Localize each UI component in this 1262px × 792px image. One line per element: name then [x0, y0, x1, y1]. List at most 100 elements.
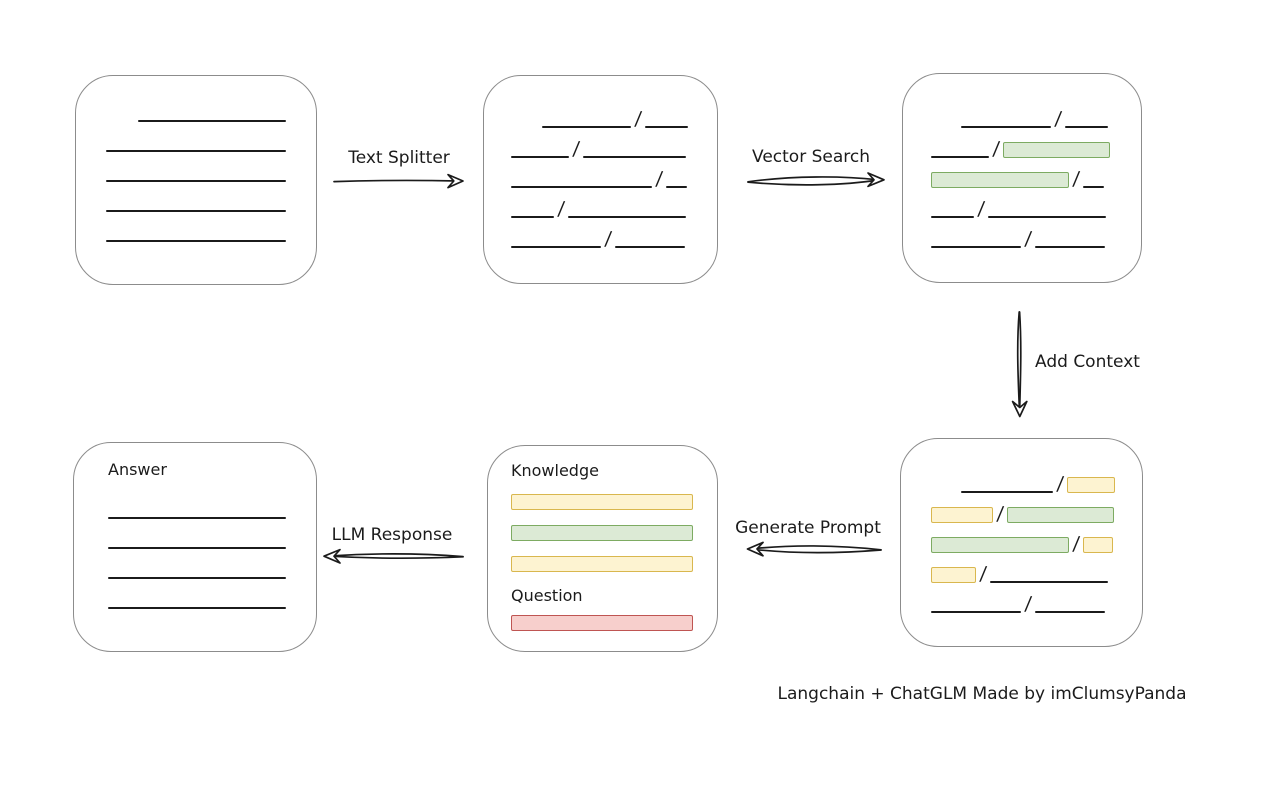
knowledge-bar-yellow — [511, 556, 693, 572]
chunk-row: / — [931, 583, 1142, 615]
highlight-chip-green — [931, 537, 1069, 553]
chunk-row — [106, 122, 316, 152]
slash-separator: / — [603, 228, 613, 250]
knowledge-bar-yellow — [511, 494, 693, 510]
matched-chunk-lines: / / / / / — [931, 98, 1141, 250]
vector-search-label: Vector Search — [752, 147, 870, 167]
indent-gap — [931, 492, 961, 493]
chunk-row — [106, 152, 316, 182]
question-bar-red — [511, 615, 693, 631]
chunk-lines: / / / / / — [511, 98, 717, 250]
question-bar-wrap — [511, 615, 717, 631]
slash-separator: / — [571, 138, 581, 160]
add-context-label: Add Context — [1035, 352, 1140, 372]
chunk-row: / — [931, 188, 1141, 220]
highlight-chip-yellow — [1083, 537, 1114, 553]
text-line — [511, 246, 601, 248]
highlight-chip-yellow — [931, 507, 993, 523]
answer-box: Answer — [73, 442, 317, 652]
chunk-row: / — [931, 463, 1142, 495]
text-line — [1035, 246, 1106, 248]
generate-prompt-label: Generate Prompt — [735, 518, 881, 538]
text-line — [1065, 126, 1109, 128]
knowledge-label: Knowledge — [511, 461, 599, 480]
answer-label: Answer — [108, 460, 167, 479]
text-line — [931, 216, 974, 218]
text-line — [106, 210, 286, 212]
highlight-chip-green — [1007, 507, 1115, 523]
text-line — [931, 156, 989, 158]
text-line — [931, 611, 1021, 613]
knowledge-bar-green — [511, 525, 693, 541]
answer-line-row — [108, 519, 316, 549]
slash-separator: / — [976, 198, 986, 220]
answer-line-row — [108, 549, 316, 579]
chunk-row: / — [931, 158, 1141, 190]
slash-separator: / — [1023, 228, 1033, 250]
slash-separator: / — [978, 563, 988, 585]
text-line — [106, 150, 286, 152]
chunk-row: / — [931, 128, 1141, 160]
vector-matched-chunks-box: / / / / / — [902, 73, 1142, 283]
text-line — [961, 491, 1053, 493]
context-chunk-lines: ///// — [931, 463, 1142, 615]
vector-search-arrow — [747, 172, 885, 188]
answer-line-row — [108, 579, 316, 609]
chunk-row — [106, 92, 316, 122]
text-line — [542, 126, 631, 128]
answer-lines — [108, 489, 316, 609]
split-chunks-box: / / / / / — [483, 75, 718, 284]
chunk-row: / — [931, 553, 1142, 585]
caption-text: Langchain + ChatGLM Made by imClumsyPand… — [777, 684, 1187, 704]
text-line — [106, 180, 286, 182]
add-context-arrow — [1011, 311, 1028, 418]
llm-response-arrow — [323, 548, 464, 564]
chunk-row: / — [931, 493, 1142, 525]
answer-line-row — [108, 489, 316, 519]
text-splitter-label: Text Splitter — [348, 148, 450, 168]
slash-separator: / — [991, 138, 1001, 160]
indent-gap — [931, 127, 961, 128]
chunk-row: / — [511, 158, 717, 190]
chunk-row: / — [511, 218, 717, 250]
slash-separator: / — [995, 503, 1005, 525]
text-splitter-arrow — [333, 173, 464, 189]
text-line — [511, 216, 554, 218]
text-line — [511, 186, 652, 188]
source-document-box — [75, 75, 317, 285]
text-line — [511, 156, 569, 158]
text-line — [961, 126, 1051, 128]
chunk-row: / — [511, 128, 717, 160]
chunk-row: / — [931, 98, 1141, 130]
slash-separator: / — [1071, 168, 1081, 190]
text-line — [988, 216, 1107, 218]
text-line — [108, 577, 286, 579]
slash-separator: / — [1023, 593, 1033, 615]
indent-gap — [106, 121, 138, 122]
highlight-chip-yellow — [931, 567, 976, 583]
text-line — [108, 607, 286, 609]
slash-separator: / — [654, 168, 664, 190]
highlight-chip-yellow — [1067, 477, 1116, 493]
text-line — [583, 156, 687, 158]
llm-response-label: LLM Response — [331, 525, 453, 545]
chunk-row: / — [931, 523, 1142, 555]
text-line — [666, 186, 688, 188]
text-line — [931, 246, 1021, 248]
text-line — [568, 216, 687, 218]
slash-separator: / — [1053, 108, 1063, 130]
prompt-box: Knowledge Question — [487, 445, 718, 652]
slash-separator: / — [556, 198, 566, 220]
chunk-row — [106, 212, 316, 242]
indent-gap — [511, 127, 542, 128]
chunk-row: / — [931, 218, 1141, 250]
knowledge-bars — [511, 494, 717, 572]
text-line — [990, 581, 1109, 583]
generate-prompt-arrow — [746, 541, 882, 557]
context-chunks-box: ///// — [900, 438, 1143, 647]
slash-separator: / — [1055, 473, 1065, 495]
text-line — [615, 246, 686, 248]
slash-separator: / — [633, 108, 643, 130]
question-label: Question — [511, 586, 583, 605]
